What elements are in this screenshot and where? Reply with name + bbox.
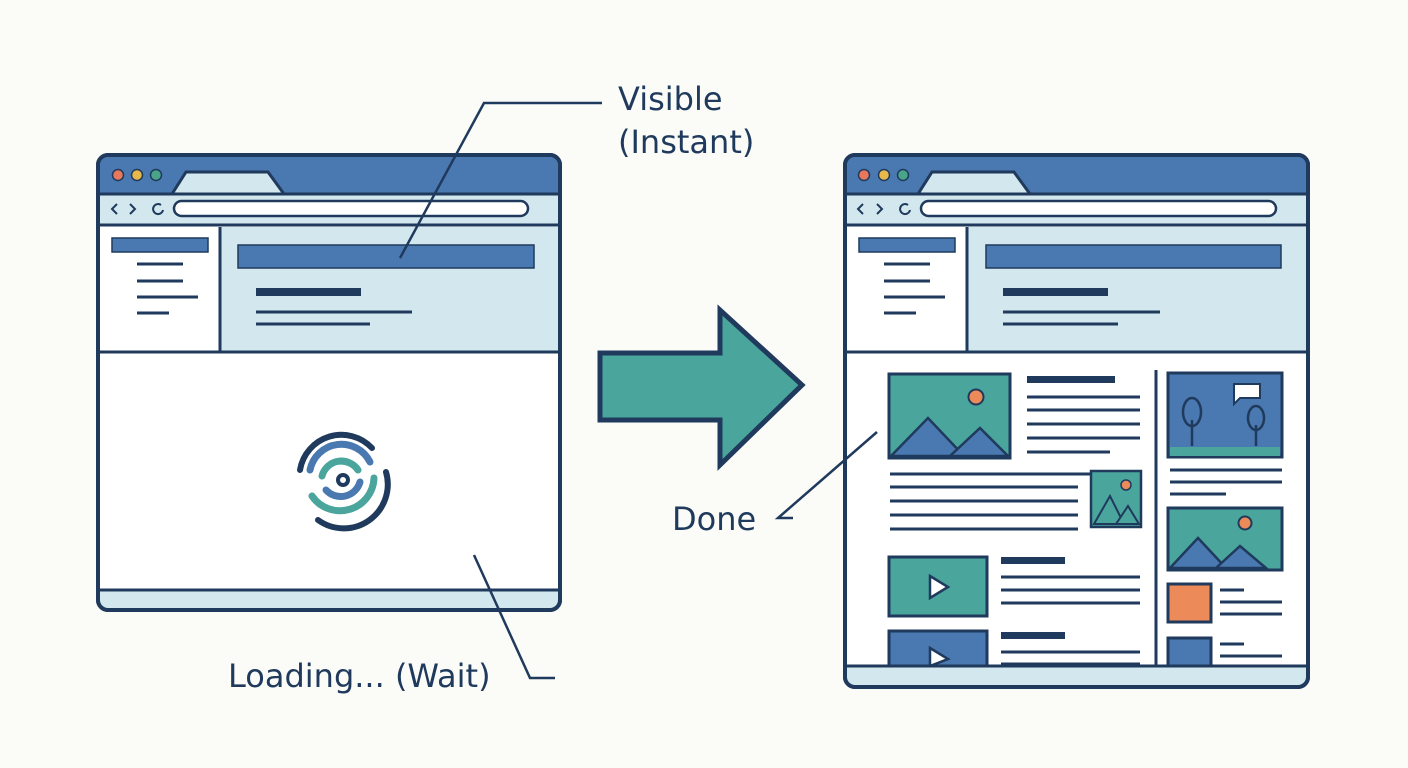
- sidebar-lines: [884, 262, 945, 315]
- play-video-icon: [887, 555, 989, 618]
- article-text-lines: [890, 376, 1140, 531]
- address-bar: [172, 199, 530, 218]
- reload-icon: [152, 203, 164, 216]
- landscape-image-icon: [1166, 506, 1284, 572]
- video-text-lines: [1001, 632, 1140, 666]
- browser-tab: [915, 170, 1033, 196]
- play-video-icon: [887, 629, 989, 668]
- sidebar-title-bar: [111, 237, 209, 253]
- chevron-left-icon: [110, 203, 118, 215]
- sidebar-content-lines: [1170, 468, 1282, 496]
- maximize-dot-icon: [149, 168, 163, 182]
- sidebar-title-bar: [858, 237, 956, 253]
- visible-label: Visible: [618, 80, 723, 118]
- instant-label: (Instant): [618, 123, 755, 161]
- right-arrow-icon: [597, 304, 806, 471]
- reload-icon: [899, 203, 911, 216]
- landscape-image-icon: [1089, 469, 1143, 529]
- sidebar-content-lines: [1220, 588, 1282, 616]
- swirl-loading-spinner-icon: [297, 431, 391, 532]
- loading-label: Loading... (Wait): [228, 657, 491, 695]
- done-label: Done: [672, 500, 757, 538]
- sidebar-content-lines: [1220, 642, 1282, 658]
- minimize-dot-icon: [130, 168, 144, 182]
- minimize-dot-icon: [877, 168, 891, 182]
- browser-window-loading: [96, 153, 562, 612]
- close-dot-icon: [111, 168, 125, 182]
- landscape-image-icon: [887, 372, 1012, 460]
- browser-window-done: [843, 153, 1310, 689]
- header-heading-line: [256, 288, 361, 296]
- callout-lines: [398, 101, 878, 680]
- orange-thumbnail: [1166, 582, 1213, 624]
- close-dot-icon: [857, 168, 871, 182]
- browser-tab: [169, 170, 287, 196]
- blue-thumbnail: [1166, 636, 1213, 668]
- header-heading-line: [1003, 288, 1108, 296]
- address-bar: [919, 199, 1278, 218]
- sidebar-lines: [137, 262, 198, 315]
- header-banner-bar: [237, 244, 535, 269]
- chevron-right-icon: [129, 203, 137, 215]
- maximize-dot-icon: [896, 168, 910, 182]
- chevron-left-icon: [856, 203, 864, 215]
- landscape-image-icon: [1166, 371, 1284, 459]
- header-banner-bar: [985, 244, 1282, 269]
- video-text-lines: [1001, 557, 1140, 605]
- chevron-right-icon: [876, 203, 884, 215]
